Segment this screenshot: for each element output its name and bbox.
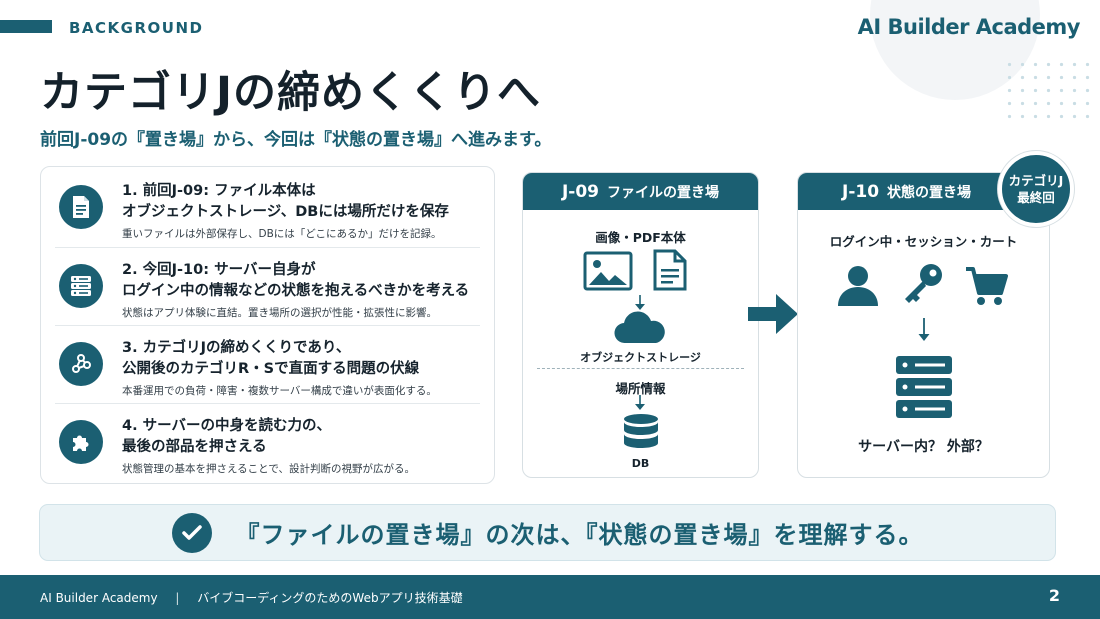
list-item-heading: 2. 今回J-10: サーバー自身が ログイン中の情報などの状態を抱えるべきかを… <box>122 260 469 302</box>
list-item-heading-line2: 公開後のカテゴリR・Sで直面する問題の伏線 <box>122 361 420 377</box>
pdf-document-icon <box>653 249 687 291</box>
list-item-heading-line1: 4. サーバーの中身を読む力の、 <box>122 418 331 434</box>
section-label: BACKGROUND <box>69 19 204 37</box>
puzzle-piece-icon <box>59 420 103 464</box>
summary-banner: 『ファイルの置き場』の次は、『状態の置き場』を理解する。 <box>39 504 1056 561</box>
panel-name: ファイルの置き場 <box>607 184 720 201</box>
list-item-heading-line1: 3. カテゴリJの締めくくりであり、 <box>122 340 351 356</box>
divider-dashed <box>537 368 744 369</box>
object-storage-label: オブジェクトストレージ <box>580 351 701 364</box>
badge-line2: 最終回 <box>1017 190 1055 205</box>
footer-bar: AI Builder Academy | バイブコーディングのためのWebアプリ… <box>0 575 1100 619</box>
files-label: 画像・PDF本体 <box>595 230 686 245</box>
points-list-card: 1. 前回J-09: ファイル本体は オブジェクトストレージ、DBには場所だけを… <box>40 166 495 484</box>
slide-title: カテゴリJの締めくくりへ <box>40 68 541 118</box>
document-icon <box>59 185 103 229</box>
section-accent-bar <box>0 20 52 33</box>
arrow-down-icon <box>635 395 645 410</box>
cloud-storage-icon <box>614 311 665 344</box>
list-item-heading-line2: ログイン中の情報などの状態を抱えるべきかを考える <box>122 283 470 299</box>
footer-separator: | <box>175 591 180 605</box>
slide-subtitle: 前回J-09の『置き場』から、今回は『状態の置き場』へ進みます。 <box>40 130 552 150</box>
panel-code: J-10 <box>842 181 880 202</box>
shopping-cart-icon <box>966 267 1008 305</box>
server-rack-icon <box>896 356 952 418</box>
list-item: 1. 前回J-09: ファイル本体は オブジェクトストレージ、DBには場所だけを… <box>55 169 480 247</box>
panel-j09: J-09 ファイルの置き場 画像・PDF本体 オブジェクトストレージ 場所情報 … <box>522 172 759 478</box>
server-location-question: サーバー内？ 外部？ <box>858 439 989 455</box>
list-item-heading: 3. カテゴリJの締めくくりであり、 公開後のカテゴリR・Sで直面する問題の伏線 <box>122 338 419 380</box>
list-item-heading: 4. サーバーの中身を読む力の、 最後の部品を押さえる <box>122 416 331 458</box>
footer-brand: AI Builder Academy <box>40 591 158 605</box>
user-icon <box>838 266 878 306</box>
image-icon <box>583 251 633 291</box>
arrow-down-icon <box>635 295 645 310</box>
key-icon <box>905 264 942 303</box>
list-item-heading: 1. 前回J-09: ファイル本体は オブジェクトストレージ、DBには場所だけを… <box>122 181 449 223</box>
brand-logo-text: AI Builder Academy <box>857 15 1081 39</box>
summary-text: 『ファイルの置き場』の次は、『状態の置き場』を理解する。 <box>235 521 924 549</box>
list-item-heading-line2: オブジェクトストレージ、DBには場所だけを保存 <box>122 204 449 220</box>
list-item: 2. 今回J-10: サーバー自身が ログイン中の情報などの状態を抱えるべきかを… <box>55 247 480 325</box>
graph-nodes-icon <box>59 342 103 386</box>
panel-code: J-09 <box>561 181 600 202</box>
footer-course-title: バイブコーディングのためのWebアプリ技術基礎 <box>197 591 463 605</box>
panel-name: 状態の置き場 <box>887 184 972 201</box>
list-item-heading-line2: 最後の部品を押さえる <box>122 439 267 455</box>
db-label: DB <box>631 457 650 470</box>
final-episode-badge: カテゴリJ 最終回 <box>998 151 1074 227</box>
server-icon <box>59 264 103 308</box>
badge-line1: カテゴリJ <box>1008 173 1064 188</box>
footer-info: AI Builder Academy | バイブコーディングのためのWebアプリ… <box>40 589 463 606</box>
check-circle-icon <box>171 512 212 553</box>
page-number: 2 <box>1048 586 1060 605</box>
list-item-description: 本番運用での負荷・障害・複数サーバー構成で違いが表面化する。 <box>122 385 437 397</box>
list-item-description: 状態はアプリ体験に直結。置き場所の選択が性能・拡張性に影響。 <box>122 307 437 319</box>
list-item-heading-line1: 2. 今回J-10: サーバー自身が <box>122 262 316 278</box>
list-item-description: 重いファイルは外部保存し、DBには「どこにあるか」だけを記録。 <box>122 228 442 240</box>
list-item-heading-line1: 1. 前回J-09: ファイル本体は <box>122 183 316 199</box>
arrow-down-icon <box>918 318 930 341</box>
list-item: 3. カテゴリJの締めくくりであり、 公開後のカテゴリR・Sで直面する問題の伏線… <box>55 325 480 403</box>
arrow-right-icon <box>748 294 798 334</box>
database-icon <box>624 414 658 448</box>
location-info-label: 場所情報 <box>615 381 666 396</box>
list-item: 4. サーバーの中身を読む力の、 最後の部品を押さえる 状態管理の基本を押さえる… <box>55 403 480 481</box>
state-examples-label: ログイン中・セッション・カート <box>829 234 1018 249</box>
dot-pattern <box>1003 58 1095 122</box>
panel-j09-header: J-09 ファイルの置き場 <box>523 173 758 210</box>
list-item-description: 状態管理の基本を押さえることで、設計判断の視野が広がる。 <box>122 463 415 475</box>
